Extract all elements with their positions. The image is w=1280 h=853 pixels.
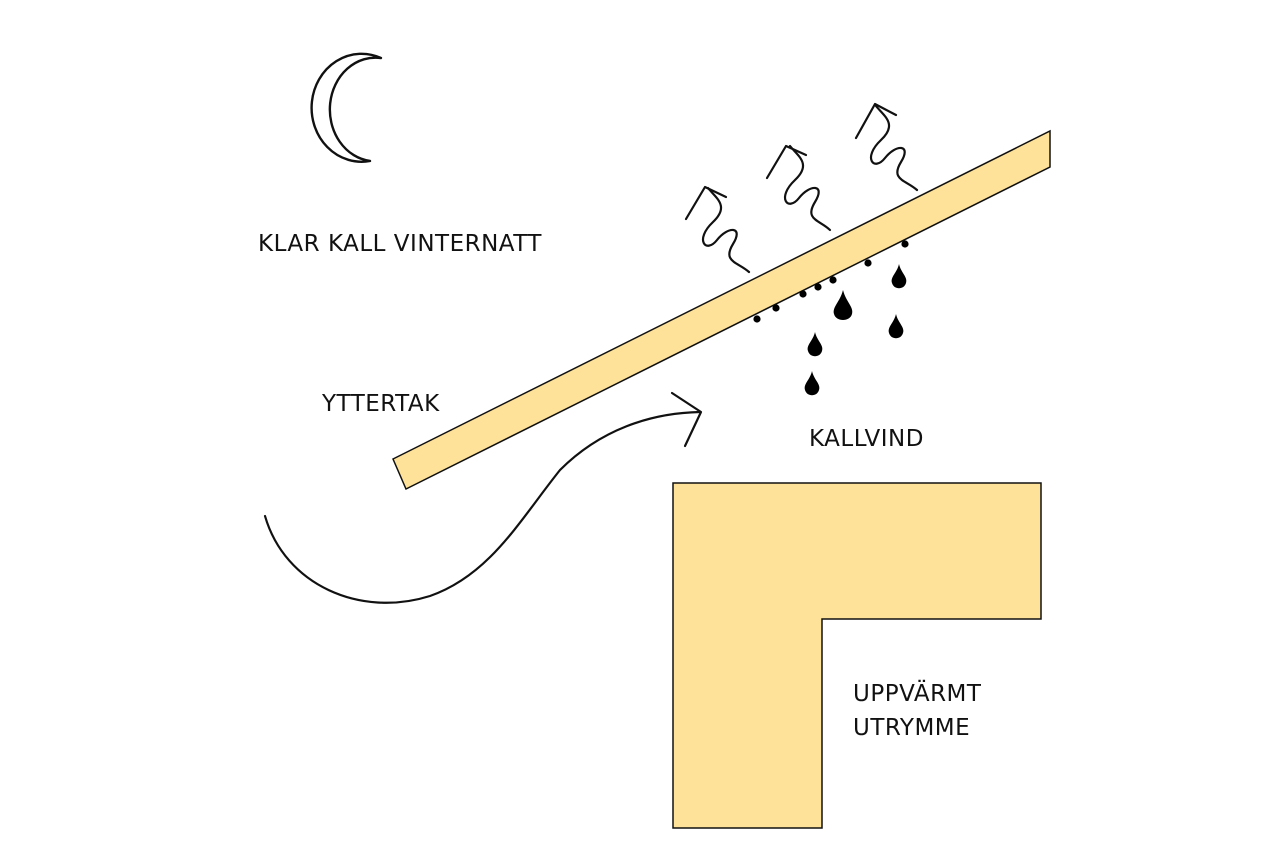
night-label: KLAR KALL VINTERNATT — [258, 231, 542, 257]
condensation-dot-icon — [829, 276, 837, 284]
water-drop-icon — [888, 314, 904, 339]
outer-roof-board — [392, 129, 1051, 491]
condensation-dot-icon — [799, 290, 807, 298]
water-drop-icon — [807, 332, 823, 357]
moon-icon — [310, 52, 383, 163]
water-drops — [804, 264, 907, 396]
heat-radiation-arrow-icon — [765, 144, 832, 232]
condensation-dot-icon — [901, 240, 909, 248]
heat-radiation-arrow-icon — [854, 102, 919, 192]
water-drop-icon — [804, 371, 820, 396]
heated-space-label: UPPVÄRMT UTRYMME — [853, 677, 981, 745]
condensation-dot-icon — [753, 315, 761, 323]
water-drop-icon — [891, 264, 907, 289]
condensation-dot-icon — [864, 259, 872, 267]
heat-radiation-arrow-icon — [684, 185, 751, 274]
condensation-dot-icon — [814, 283, 822, 291]
condensation-dots — [753, 240, 909, 323]
outer-roof-label: YTTERTAK — [322, 391, 440, 417]
heated-space-wall — [672, 482, 1042, 829]
cold-attic-label: KALLVIND — [809, 426, 924, 452]
heat-radiation-arrows — [684, 102, 919, 274]
airflow-arrow-icon — [263, 391, 703, 604]
water-drop-icon — [833, 290, 853, 320]
heated-space-label-line1: UPPVÄRMT — [853, 681, 982, 707]
condensation-dot-icon — [772, 304, 780, 312]
heated-space-label-line2: UTRYMME — [853, 715, 971, 741]
